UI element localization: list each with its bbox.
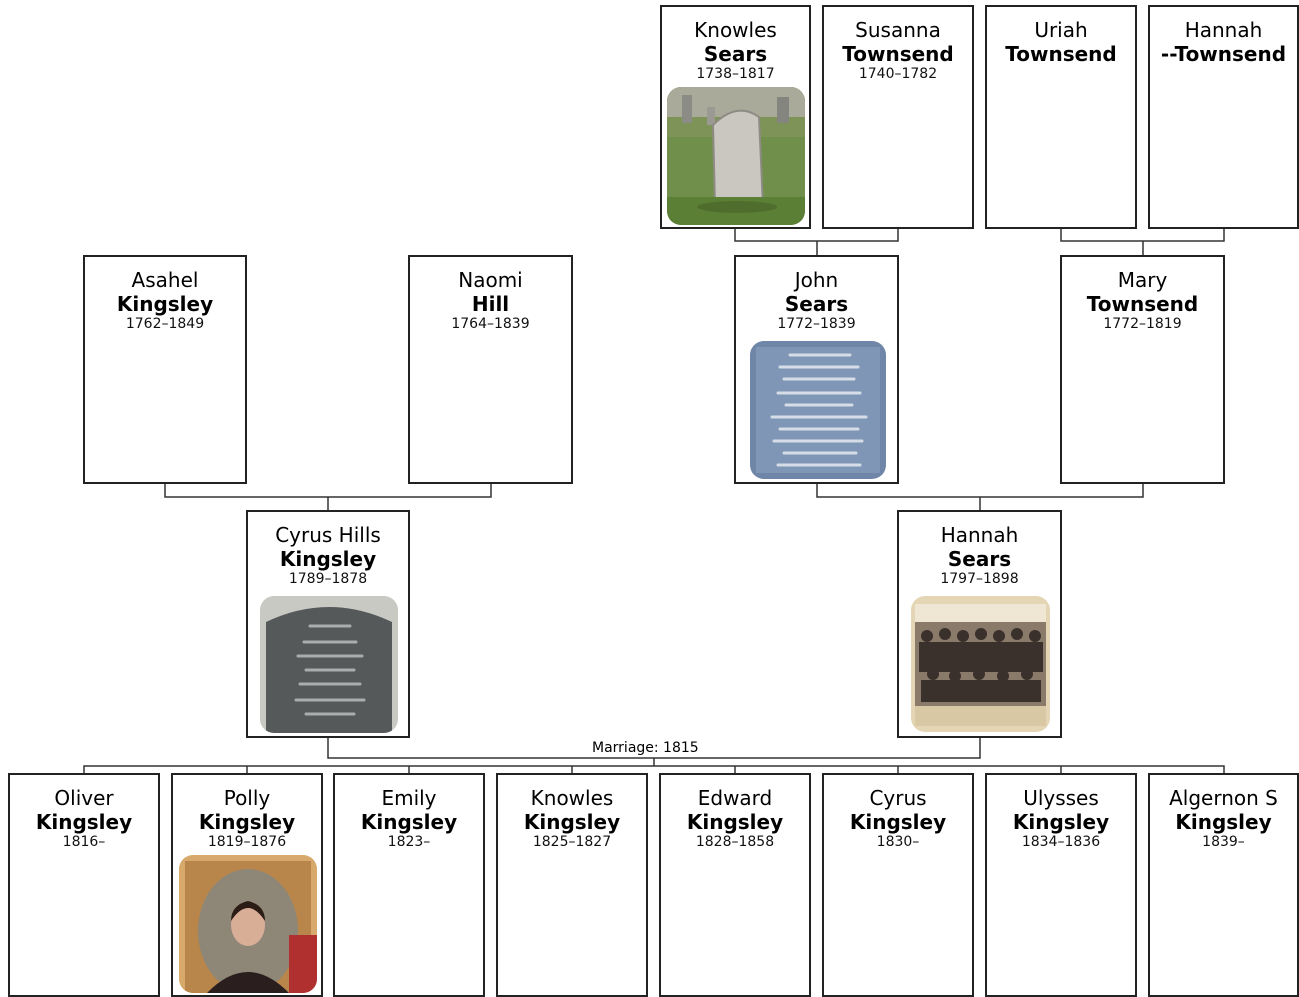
person-given-name: Algernon S <box>1169 786 1278 810</box>
person-dates: 1738–1817 <box>696 66 775 82</box>
person-card-oliver-kingsley[interactable]: Oliver Kingsley 1816– <box>8 773 160 997</box>
marriage-label: Marriage: 1815 <box>590 740 701 756</box>
person-surname: Sears <box>947 547 1012 571</box>
person-dates: 1819–1876 <box>207 834 287 850</box>
person-surname: Townsend <box>842 42 954 66</box>
group-photo[interactable] <box>911 596 1050 732</box>
person-surname: Kingsley <box>198 810 296 834</box>
portrait-painting-photo[interactable] <box>179 855 317 993</box>
person-given-name: Asahel <box>131 268 199 292</box>
person-given-name: Edward <box>697 786 773 810</box>
person-surname: Kingsley <box>1012 810 1110 834</box>
person-dates: 1816– <box>62 834 106 850</box>
connector-line <box>164 484 492 498</box>
person-surname: Kingsley <box>686 810 784 834</box>
person-given-name: Mary <box>1117 268 1168 292</box>
person-dates: 1828–1858 <box>695 834 775 850</box>
person-surname: Sears <box>784 292 849 316</box>
person-surname: Sears <box>703 42 768 66</box>
gravestone-photo[interactable] <box>667 87 805 225</box>
connector-line <box>83 765 1225 773</box>
person-dates: 1823– <box>387 834 431 850</box>
gravestone-inscription-photo[interactable] <box>750 341 886 479</box>
person-dates: 1740–1782 <box>858 66 938 82</box>
person-dates: 1764–1839 <box>451 316 530 332</box>
person-surname: Kingsley <box>523 810 621 834</box>
person-dates: 1772–1839 <box>777 316 856 332</box>
person-given-name: Cyrus Hills <box>275 523 381 547</box>
person-card-hannah-sears[interactable]: Hannah Sears 1797–1898 <box>897 510 1062 738</box>
person-card-algernon-kingsley[interactable]: Algernon S Kingsley 1839– <box>1148 773 1299 997</box>
person-surname: Kingsley <box>116 292 214 316</box>
person-dates: 1797–1898 <box>940 571 1019 587</box>
person-card-cyrus-kingsley[interactable]: Cyrus Kingsley 1830– <box>822 773 974 997</box>
person-dates: 1839– <box>1202 834 1245 850</box>
connector-line <box>734 229 899 242</box>
person-surname: Townsend <box>1005 42 1117 66</box>
person-surname: Kingsley <box>35 810 133 834</box>
person-card-hannah-townsend[interactable]: Hannah --Townsend <box>1148 5 1299 229</box>
person-card-cyrus-hills-kingsley[interactable]: Cyrus Hills Kingsley 1789–1878 <box>246 510 410 738</box>
person-card-emily-kingsley[interactable]: Emily Kingsley 1823– <box>333 773 485 997</box>
connector-line <box>816 484 1144 498</box>
person-surname: Kingsley <box>849 810 947 834</box>
person-given-name: Uriah <box>1034 18 1088 42</box>
person-dates: 1834–1836 <box>1021 834 1101 850</box>
person-card-john-sears[interactable]: John Sears 1772–1839 <box>734 255 899 484</box>
person-surname: Townsend <box>1086 292 1199 316</box>
person-given-name: Hannah <box>940 523 1019 547</box>
person-card-uriah-townsend[interactable]: Uriah Townsend <box>985 5 1137 229</box>
person-card-naomi-hill[interactable]: Naomi Hill 1764–1839 <box>408 255 573 484</box>
person-card-knowles-kingsley[interactable]: Knowles Kingsley 1825–1827 <box>496 773 648 997</box>
person-given-name: Knowles <box>530 786 614 810</box>
person-surname: Kingsley <box>360 810 458 834</box>
person-card-asahel-kingsley[interactable]: Asahel Kingsley 1762–1849 <box>83 255 247 484</box>
connector-line <box>1060 229 1225 242</box>
person-given-name: Oliver <box>54 786 114 810</box>
person-given-name: Ulysses <box>1023 786 1099 810</box>
person-dates: 1762–1849 <box>125 316 205 332</box>
person-card-polly-kingsley[interactable]: Polly Kingsley 1819–1876 <box>171 773 323 997</box>
person-given-name: Emily <box>381 786 437 810</box>
person-card-ulysses-kingsley[interactable]: Ulysses Kingsley 1834–1836 <box>985 773 1137 997</box>
person-given-name: Naomi <box>458 268 523 292</box>
person-surname: Kingsley <box>279 547 377 571</box>
person-surname: --Townsend <box>1160 42 1287 66</box>
person-card-mary-townsend[interactable]: Mary Townsend 1772–1819 <box>1060 255 1225 484</box>
person-surname: Hill <box>471 292 510 316</box>
dark-gravestone-photo[interactable] <box>260 596 398 733</box>
person-given-name: Cyrus <box>869 786 927 810</box>
person-dates: 1789–1878 <box>288 571 368 587</box>
person-given-name: John <box>794 268 839 292</box>
person-given-name: Knowles <box>694 18 777 42</box>
person-card-susanna-townsend[interactable]: Susanna Townsend 1740–1782 <box>822 5 974 229</box>
person-surname: Kingsley <box>1175 810 1272 834</box>
person-given-name: Polly <box>223 786 271 810</box>
person-card-knowles-sears[interactable]: Knowles Sears 1738–1817 <box>660 5 811 229</box>
person-dates: 1825–1827 <box>532 834 612 850</box>
person-given-name: Hannah <box>1184 18 1263 42</box>
person-dates: 1830– <box>876 834 920 850</box>
person-given-name: Susanna <box>855 18 941 42</box>
person-card-edward-kingsley[interactable]: Edward Kingsley 1828–1858 <box>659 773 811 997</box>
person-dates: 1772–1819 <box>1103 316 1182 332</box>
